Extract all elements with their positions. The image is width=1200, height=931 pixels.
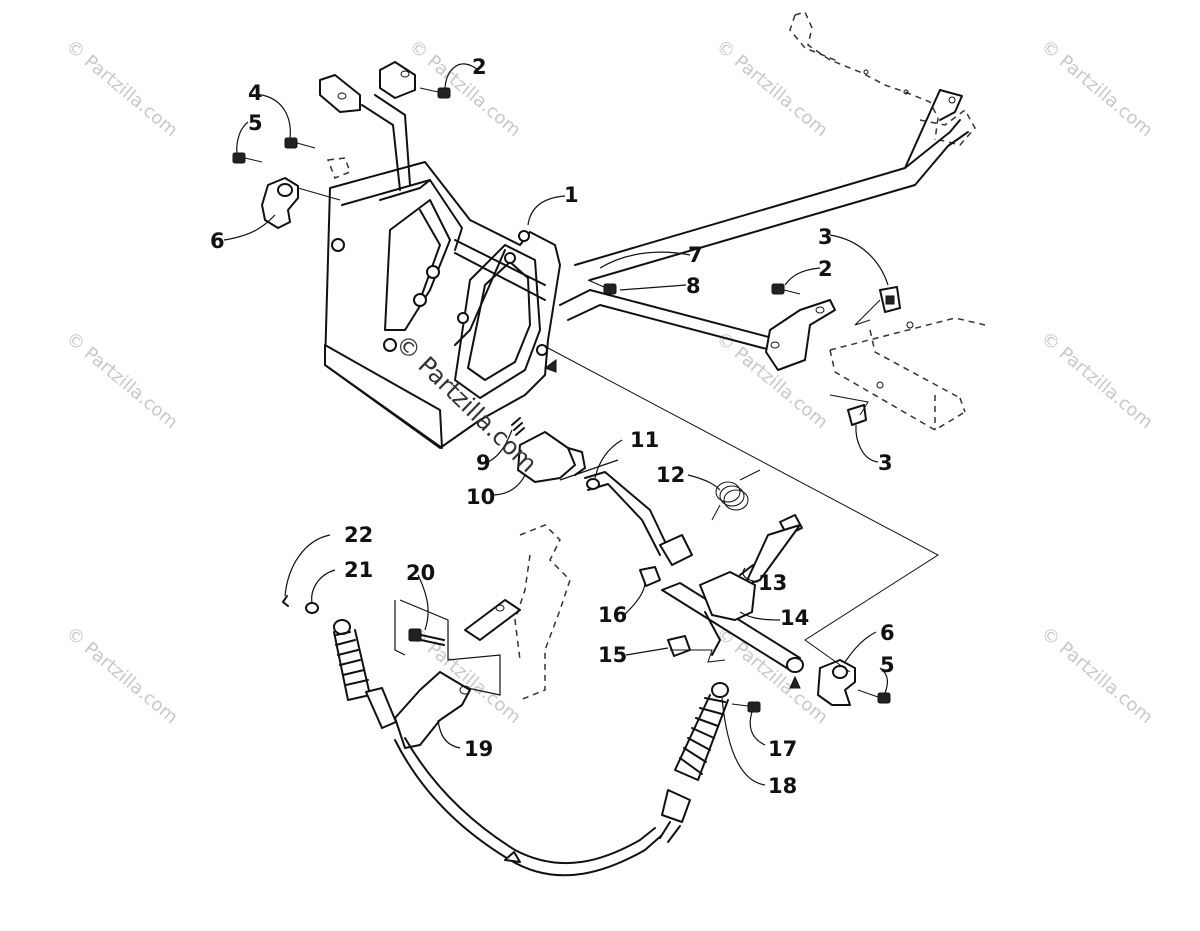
leader-structure xyxy=(394,599,501,696)
ghost-bracket-left xyxy=(464,524,571,701)
watermark: © Partzilla.com xyxy=(1037,623,1157,728)
watermark: © Partzilla.com xyxy=(62,36,182,141)
callout-label: 22 xyxy=(344,523,373,547)
callout-label: 6 xyxy=(880,621,895,645)
ghost-frame-right xyxy=(829,317,986,431)
callout-label: 21 xyxy=(344,558,373,582)
watermark: © Partzilla.com xyxy=(1037,328,1157,433)
callout-label: 5 xyxy=(248,111,263,135)
callout-label: 11 xyxy=(630,428,659,452)
callout-label: 19 xyxy=(464,737,493,761)
callout-label: 2 xyxy=(472,55,487,79)
callout-label: 2 xyxy=(818,257,833,281)
plate-left xyxy=(261,177,299,229)
callout-label: 13 xyxy=(758,571,787,595)
callout-label: 12 xyxy=(656,463,685,487)
clip-ghost xyxy=(326,157,351,179)
watermark: © Partzilla.com xyxy=(712,623,832,728)
ghost-frame-top-right xyxy=(789,11,976,146)
callout-label: 15 xyxy=(598,643,627,667)
callout-label: 18 xyxy=(768,774,797,798)
callout-label: 8 xyxy=(686,274,701,298)
bolts xyxy=(232,87,801,295)
callout-label: 1 xyxy=(564,183,579,207)
callout-label: 10 xyxy=(466,485,495,509)
pedal-lever xyxy=(584,471,693,566)
pedal-knob xyxy=(511,417,586,483)
callout-label: 3 xyxy=(878,451,893,475)
callout-label: 4 xyxy=(248,81,263,105)
bolt-17 xyxy=(731,701,761,713)
torsion-spring xyxy=(711,469,761,521)
washer-and-clip xyxy=(282,595,319,614)
callout-label: 5 xyxy=(880,653,895,677)
callout-label: 6 xyxy=(210,229,225,253)
callout-label: 16 xyxy=(598,603,627,627)
watermark: © Partzilla.com xyxy=(62,328,182,433)
watermark: © Partzilla.com xyxy=(62,623,182,728)
arrow-marker xyxy=(543,359,557,373)
control-cable xyxy=(394,737,663,877)
cable-boot-right xyxy=(659,682,729,843)
clip-nuts xyxy=(847,286,901,426)
bolt-20 xyxy=(408,628,445,646)
cable-boot-left xyxy=(333,619,397,729)
leader-lines xyxy=(223,63,889,786)
callout-label: 7 xyxy=(688,243,703,267)
pivot-bolt xyxy=(739,514,803,586)
nuts xyxy=(639,566,691,657)
callout-label: 17 xyxy=(768,737,797,761)
pedal-shaft xyxy=(661,571,804,689)
assembly-lines xyxy=(297,187,939,673)
callout-label: 20 xyxy=(406,561,435,585)
arm-rod xyxy=(574,89,969,281)
callout-label: 14 xyxy=(780,606,809,630)
plate-right xyxy=(817,659,891,706)
callout-labels: 1 2 2 3 3 4 5 5 6 6 7 8 9 10 11 12 13 14… xyxy=(210,55,895,798)
cable-bracket xyxy=(394,671,471,749)
watermark: © Partzilla.com xyxy=(1037,36,1157,141)
callout-label: 3 xyxy=(818,225,833,249)
main-bracket xyxy=(324,161,561,449)
crossbar xyxy=(559,289,836,371)
upper-mount xyxy=(319,61,416,191)
callout-label: 9 xyxy=(476,451,491,475)
